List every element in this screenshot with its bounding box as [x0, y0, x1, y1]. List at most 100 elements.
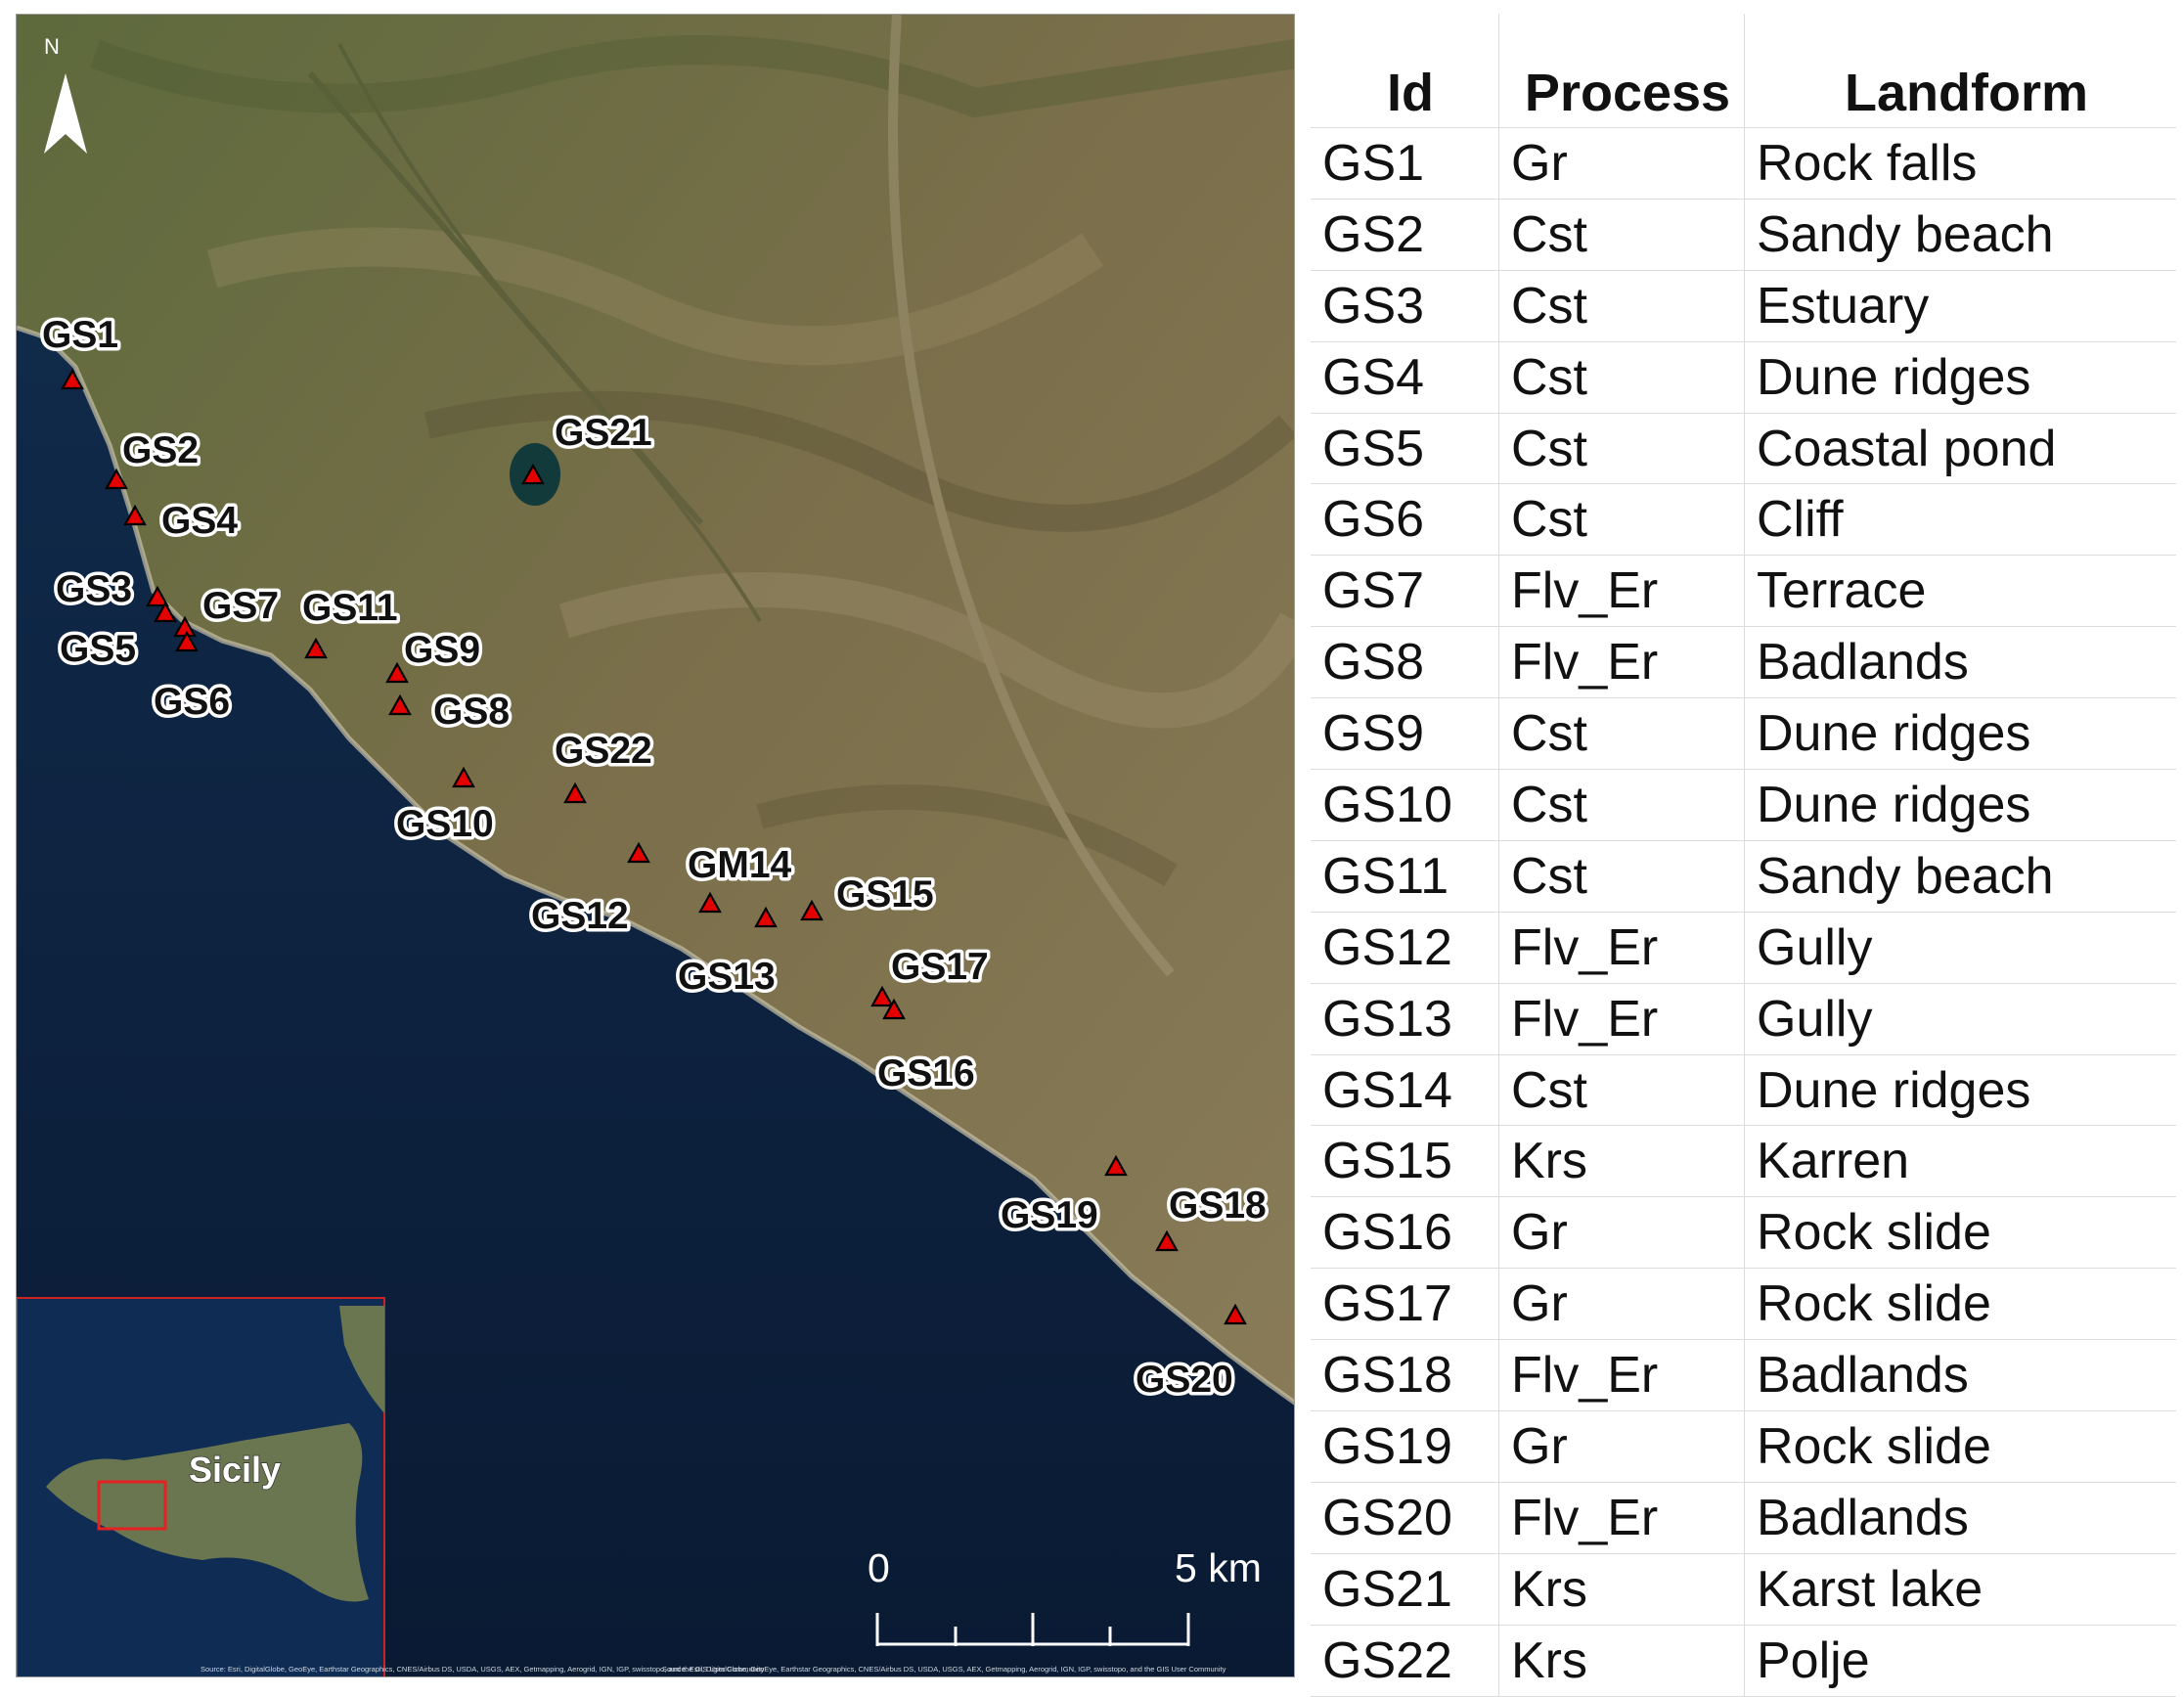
site-label: GS6	[154, 681, 230, 723]
site-label: GS21	[555, 412, 652, 454]
cell-landform: Cliff	[1744, 483, 2176, 557]
site-marker[interactable]	[61, 368, 84, 390]
cell-landform: Karst lake	[1744, 1553, 2176, 1626]
svg-text:N: N	[44, 34, 60, 59]
site-marker[interactable]	[388, 693, 412, 716]
site-label: GS22	[555, 730, 652, 772]
site-marker[interactable]	[123, 504, 147, 526]
satellite-map[interactable]: N GS1	[16, 14, 1295, 1677]
cell-id: GS20	[1311, 1482, 1499, 1554]
cell-process: Gr	[1498, 127, 1745, 200]
cell-id: GS17	[1311, 1268, 1499, 1341]
site-marker[interactable]	[175, 630, 199, 652]
cell-id: GS3	[1311, 270, 1499, 342]
cell-landform: Badlands	[1744, 626, 2176, 699]
cell-process: Flv_Er	[1498, 626, 1745, 699]
cell-process: Cst	[1498, 341, 1745, 414]
site-marker[interactable]	[452, 766, 475, 788]
site-labels: GS1 GS2 GS4 GS3 GS7 GS11 GS5 GS6 GS9 GS8…	[39, 311, 1270, 1405]
site-label: GM14	[688, 844, 792, 886]
site-marker[interactable]	[304, 637, 328, 659]
cell-id: GS19	[1311, 1410, 1499, 1483]
site-marker[interactable]	[521, 463, 545, 485]
cell-id: GS1	[1311, 127, 1499, 200]
site-marker[interactable]	[754, 906, 778, 928]
cell-landform: Sandy beach	[1744, 840, 2176, 913]
cell-landform: Rock falls	[1744, 127, 2176, 200]
cell-landform: Badlands	[1744, 1339, 2176, 1412]
cell-landform: Rock slide	[1744, 1196, 2176, 1270]
cell-process: Gr	[1498, 1268, 1745, 1341]
cell-landform: Karren	[1744, 1125, 2176, 1198]
cell-landform: Terrace	[1744, 555, 2176, 628]
cell-landform: Dune ridges	[1744, 1054, 2176, 1127]
cell-process: Cst	[1498, 270, 1745, 342]
site-marker[interactable]	[105, 468, 128, 490]
inset-map[interactable]: Sicily Source: Esri, DigitalGlobe, GeoEy…	[17, 1297, 765, 1677]
site-marker[interactable]	[154, 601, 177, 623]
site-marker[interactable]	[146, 585, 169, 607]
cell-landform: Gully	[1744, 912, 2176, 984]
cell-process: Krs	[1498, 1553, 1745, 1626]
site-label: GS10	[396, 803, 494, 845]
cell-process: Gr	[1498, 1196, 1745, 1270]
site-label: GS15	[836, 873, 934, 915]
cell-landform: Dune ridges	[1744, 341, 2176, 414]
inset-attribution: Source: Esri, DigitalGlobe, GeoEye, Eart…	[201, 1665, 765, 1674]
site-label: GS2	[122, 429, 199, 471]
cell-process: Cst	[1498, 483, 1745, 557]
cell-id: GS9	[1311, 697, 1499, 771]
site-marker[interactable]	[698, 891, 722, 914]
site-marker[interactable]	[1104, 1154, 1128, 1177]
site-label: GS17	[891, 946, 989, 988]
site-marker[interactable]	[627, 841, 650, 864]
cell-id: GS18	[1311, 1339, 1499, 1412]
cell-process: Krs	[1498, 1125, 1745, 1198]
inset-sicily-shape	[46, 1423, 369, 1602]
cell-landform: Coastal pond	[1744, 413, 2176, 485]
cell-id: GS22	[1311, 1625, 1499, 1697]
site-marker[interactable]	[800, 899, 824, 921]
header-process: Process	[1498, 14, 1745, 128]
map-attribution: Source: Esri, DigitalGlobe, GeoEye, Eart…	[662, 1665, 1226, 1674]
site-marker[interactable]	[1224, 1303, 1247, 1325]
site-marker[interactable]	[882, 998, 906, 1020]
cell-landform: Rock slide	[1744, 1410, 2176, 1483]
north-arrow-icon: N	[44, 34, 87, 154]
cell-id: GS6	[1311, 483, 1499, 557]
terrain-texture	[89, 15, 1294, 977]
scale-end-label: 5 km	[1175, 1545, 1262, 1590]
site-marker[interactable]	[385, 661, 409, 684]
site-label: GS13	[678, 956, 776, 998]
cell-landform: Estuary	[1744, 270, 2176, 342]
cell-process: Flv_Er	[1498, 983, 1745, 1055]
cell-landform: Dune ridges	[1744, 769, 2176, 841]
header-id: Id	[1311, 14, 1499, 128]
site-label: GS8	[433, 691, 510, 733]
site-label: GS5	[60, 628, 136, 670]
site-label: GS19	[1001, 1194, 1098, 1236]
scale-start-label: 0	[868, 1545, 890, 1590]
scale-bar: 0 5 km	[868, 1545, 1262, 1646]
site-marker[interactable]	[563, 782, 587, 804]
cell-process: Cst	[1498, 840, 1745, 913]
cell-id: GS12	[1311, 912, 1499, 984]
cell-process: Flv_Er	[1498, 1482, 1745, 1554]
site-marker[interactable]	[1155, 1229, 1179, 1252]
site-marker[interactable]	[870, 985, 894, 1007]
